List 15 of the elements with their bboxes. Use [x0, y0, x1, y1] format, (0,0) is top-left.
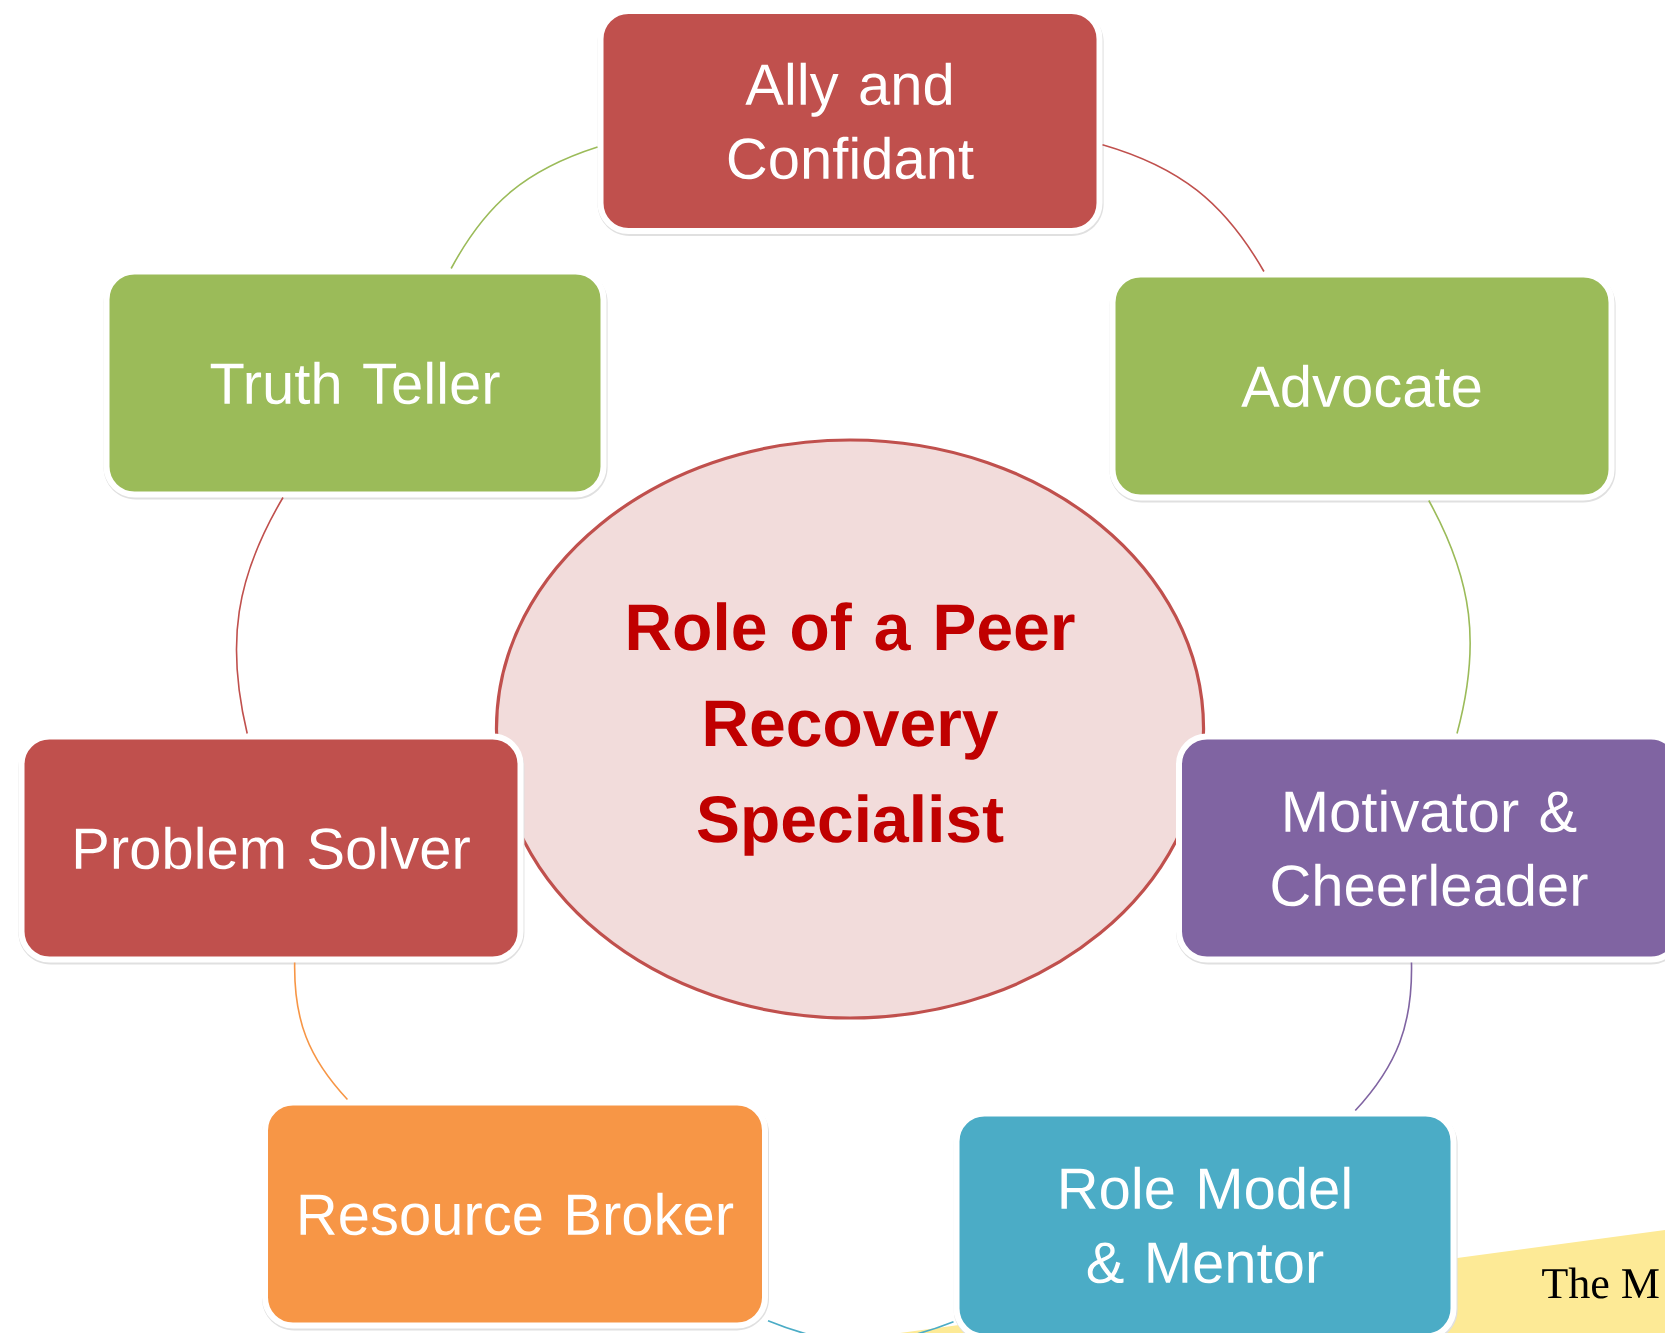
connector-arc: [235, 496, 284, 735]
role-box: Resource Broker: [262, 1099, 769, 1331]
role-box: Ally and Confidant: [597, 8, 1104, 236]
role-box: Advocate: [1109, 271, 1616, 503]
role-box: Role Model & Mentor: [953, 1110, 1458, 1333]
connector-arc: [450, 146, 599, 270]
connector-arc: [1101, 143, 1265, 273]
connector-arc: [1354, 961, 1413, 1112]
role-box: Truth Teller: [103, 268, 608, 500]
note-text: The M: [1542, 1267, 1659, 1299]
connector-arc: [767, 1320, 955, 1333]
connector-arc: [293, 961, 349, 1101]
role-box: Motivator & Cheerleader: [1176, 733, 1665, 965]
connector-arc: [1428, 499, 1471, 735]
role-box: Problem Solver: [18, 733, 525, 965]
